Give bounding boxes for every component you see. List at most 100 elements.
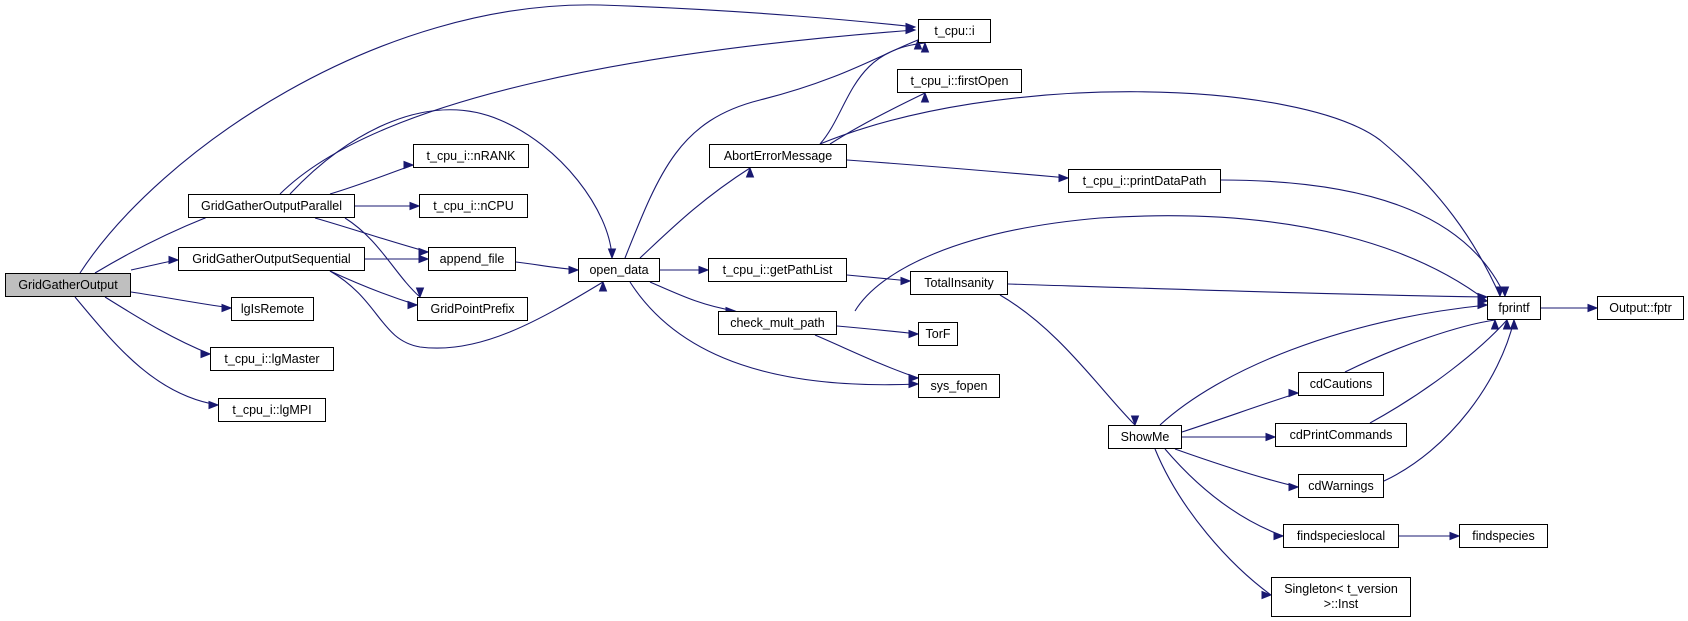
node-t-cpu-i-getpathlist[interactable]: t_cpu_i::getPathList	[708, 258, 847, 282]
e-cdcautions-fprintf	[1344, 319, 1496, 373]
node-sys-fopen[interactable]: sys_fopen	[918, 374, 1000, 398]
e-showme-findspecieslocal-arrowhead	[1273, 531, 1285, 541]
e-par-nrank	[329, 164, 414, 195]
node-aborterrormessage[interactable]: AbortErrorMessage	[709, 144, 847, 168]
node-findspecies[interactable]: findspecies	[1459, 524, 1548, 548]
e-cmp-torf-arrowhead	[908, 329, 920, 339]
e-cdprint-fprintf-arrowhead	[1502, 318, 1512, 330]
node-findspecieslocal[interactable]: findspecieslocal	[1283, 524, 1399, 548]
e-par-gridpoint	[344, 217, 421, 298]
e-abort-printdata	[846, 159, 1069, 179]
e-showme-cdprint-arrowhead	[1265, 432, 1277, 442]
e-cdwarnings-fprintf	[1383, 319, 1515, 482]
node-gridgatheroutput: GridGatherOutput	[5, 273, 131, 297]
e-root-sequential-arrowhead	[168, 255, 180, 265]
e-par-gridpoint-arrowhead	[415, 287, 425, 299]
e-seq-append-arrowhead	[418, 254, 430, 264]
node-open-data[interactable]: open_data	[578, 258, 660, 282]
e-root-lgmaster-arrowhead	[200, 349, 212, 359]
e-root-lgmaster	[104, 296, 211, 355]
e-seq-opendata	[329, 270, 604, 349]
e-abort-tcpui-arrowhead	[920, 41, 930, 53]
node-t-cpu-i-printdatapath[interactable]: t_cpu_i::printDataPath	[1068, 169, 1221, 193]
e-cmp-sysfopen-arrowhead	[908, 373, 920, 383]
e-abort-printdata-arrowhead	[1058, 173, 1070, 183]
node-gridgatheroutputparallel[interactable]: GridGatherOutputParallel	[188, 194, 355, 218]
node-totalinsanity[interactable]: TotalInsanity	[910, 271, 1008, 295]
node-lgisremote[interactable]: lgIsRemote	[231, 297, 314, 321]
e-od-getpathlist-arrowhead	[698, 265, 710, 275]
node-gridpointprefix[interactable]: GridPointPrefix	[417, 297, 528, 321]
e-getpath-totalins-arrowhead	[900, 276, 912, 286]
e-cmp-fprintf	[854, 215, 1488, 312]
e-totalins-showme-arrowhead	[1130, 415, 1140, 427]
e-od-checkmult	[649, 281, 736, 312]
e-cdprint-fprintf	[1369, 319, 1508, 424]
e-od-sysfopen	[629, 281, 919, 386]
e-showme-findspecieslocal	[1164, 448, 1284, 537]
e-par-opendata	[289, 109, 613, 259]
e-od-sysfopen-arrowhead	[908, 379, 920, 389]
e-findlocal-findspecies-arrowhead	[1449, 531, 1461, 541]
e-showme-fprintf-arrowhead	[1477, 300, 1489, 310]
e-par-opendata-arrowhead	[607, 248, 617, 260]
e-par-nrank-arrowhead	[403, 160, 415, 170]
node-gridgatheroutputsequential[interactable]: GridGatherOutputSequential	[178, 247, 365, 271]
e-showme-cdwarnings	[1174, 448, 1299, 488]
e-abort-firstopen	[829, 92, 926, 145]
e-showme-cdwarnings-arrowhead	[1288, 482, 1300, 492]
e-showme-singleton	[1154, 448, 1272, 596]
e-seq-gridpoint	[329, 270, 418, 306]
node-t-cpu-i-firstopen[interactable]: t_cpu_i::firstOpen	[897, 69, 1022, 93]
e-root-lgisremote	[130, 291, 232, 309]
e-cdcautions-fprintf-arrowhead	[1490, 318, 1500, 330]
node-cdcautions[interactable]: cdCautions	[1298, 372, 1384, 396]
node-fprintf[interactable]: fprintf	[1487, 296, 1541, 320]
e-par-tcpui	[279, 29, 916, 195]
e-root-tcpui	[79, 4, 916, 274]
e-fprintf-outputfptr-arrowhead	[1587, 303, 1599, 313]
e-printdata-fprintf-arrowhead	[1500, 286, 1510, 298]
e-par-append	[314, 217, 429, 253]
e-od-abort-arrowhead	[745, 166, 755, 178]
node-t-cpu-i-lgmaster[interactable]: t_cpu_i::lgMaster	[210, 347, 334, 371]
e-abort-fprintf	[819, 91, 1501, 297]
e-od-abort	[639, 167, 751, 259]
e-printdata-fprintf	[1220, 179, 1506, 297]
node-torf[interactable]: TorF	[918, 322, 958, 346]
e-par-ncpu-arrowhead	[409, 201, 421, 211]
e-cmp-torf	[836, 325, 919, 335]
e-par-append-arrowhead	[418, 247, 430, 257]
node-singleton-t-version-inst[interactable]: Singleton< t_version >::Inst	[1271, 577, 1411, 617]
e-root-lgmpi	[74, 296, 219, 406]
e-showme-fprintf	[1159, 304, 1488, 426]
node-t-cpu-i-ncpu[interactable]: t_cpu_i::nCPU	[419, 194, 528, 218]
e-od-tcpui	[624, 39, 919, 259]
e-seq-opendata-arrowhead	[598, 280, 608, 292]
e-cmp-sysfopen	[814, 334, 919, 379]
node-cdprintcommands[interactable]: cdPrintCommands	[1275, 423, 1407, 447]
node-check-mult-path[interactable]: check_mult_path	[718, 311, 837, 335]
e-root-parallel	[94, 217, 206, 274]
e-showme-cdcautions	[1181, 392, 1299, 433]
node-output-fptr[interactable]: Output::fptr	[1597, 296, 1684, 320]
e-cdwarnings-fprintf-arrowhead	[1509, 318, 1519, 330]
e-seq-gridpoint-arrowhead	[407, 300, 419, 310]
node-t-cpu-i[interactable]: t_cpu::i	[918, 19, 991, 43]
node-showme[interactable]: ShowMe	[1108, 425, 1182, 449]
e-append-opendata-arrowhead	[568, 265, 580, 275]
e-abort-tcpui	[819, 42, 926, 145]
e-par-tcpui-arrowhead	[905, 25, 917, 35]
e-totalins-showme	[999, 294, 1136, 426]
e-root-lgisremote-arrowhead	[221, 303, 233, 313]
e-abort-firstopen-arrowhead	[920, 91, 930, 103]
e-showme-cdcautions-arrowhead	[1288, 388, 1300, 398]
e-root-lgmpi-arrowhead	[208, 400, 220, 410]
node-cdwarnings[interactable]: cdWarnings	[1298, 474, 1384, 498]
node-append-file[interactable]: append_file	[428, 247, 516, 271]
node-t-cpu-i-lgmpi[interactable]: t_cpu_i::lgMPI	[218, 398, 326, 422]
node-t-cpu-i-nrank[interactable]: t_cpu_i::nRANK	[413, 144, 529, 168]
e-totalins-fprintf	[1007, 283, 1488, 298]
